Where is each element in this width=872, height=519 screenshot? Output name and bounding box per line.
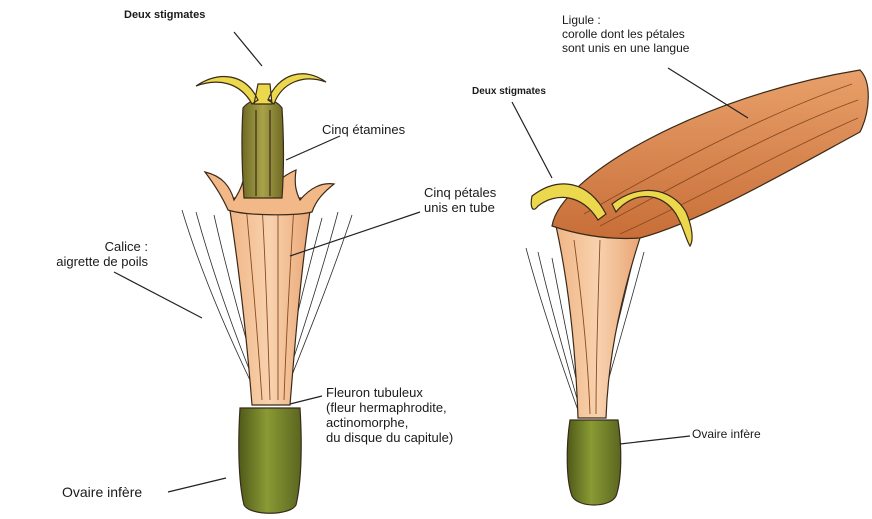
label-fleuron-line3: actinomorphe, (326, 416, 453, 431)
right-ovary (567, 420, 621, 505)
label-ligule-line1: Ligule : (562, 14, 689, 28)
left-stigma (196, 74, 326, 104)
label-cinq-petales: Cinq pétales unis en tube (424, 186, 496, 216)
label-deux-stigmates-left: Deux stigmates (124, 9, 205, 22)
label-calice-line2: aigrette de poils (16, 255, 148, 270)
left-corolla-tube (228, 198, 312, 405)
label-deux-stigmates-right: Deux stigmates (472, 86, 546, 98)
label-calice-line1: Calice : (16, 240, 148, 255)
label-cinq-petales-line2: unis en tube (424, 201, 496, 216)
label-fleuron-tubuleux: Fleuron tubuleux (fleur hermaphrodite, a… (326, 386, 453, 446)
label-calice: Calice : aigrette de poils (16, 240, 148, 270)
label-ligule: Ligule : corolle dont les pétales sont u… (562, 14, 689, 55)
label-ovaire-infere-right: Ovaire infère (692, 428, 761, 442)
label-ligule-line2: corolle dont les pétales (562, 28, 689, 42)
label-fleuron-line2: (fleur hermaphrodite, (326, 401, 453, 416)
label-fleuron-line4: du disque du capitule) (326, 431, 453, 446)
right-corolla-tube (556, 226, 640, 418)
label-cinq-petales-line1: Cinq pétales (424, 186, 496, 201)
right-flower (512, 68, 868, 505)
label-fleuron-line1: Fleuron tubuleux (326, 386, 453, 401)
label-ovaire-infere-left: Ovaire infère (62, 484, 142, 500)
label-cinq-etamines: Cinq étamines (322, 123, 405, 138)
left-ovary (239, 408, 301, 513)
left-stamen-column (242, 99, 284, 198)
label-ligule-line3: sont unis en une langue (562, 42, 689, 56)
